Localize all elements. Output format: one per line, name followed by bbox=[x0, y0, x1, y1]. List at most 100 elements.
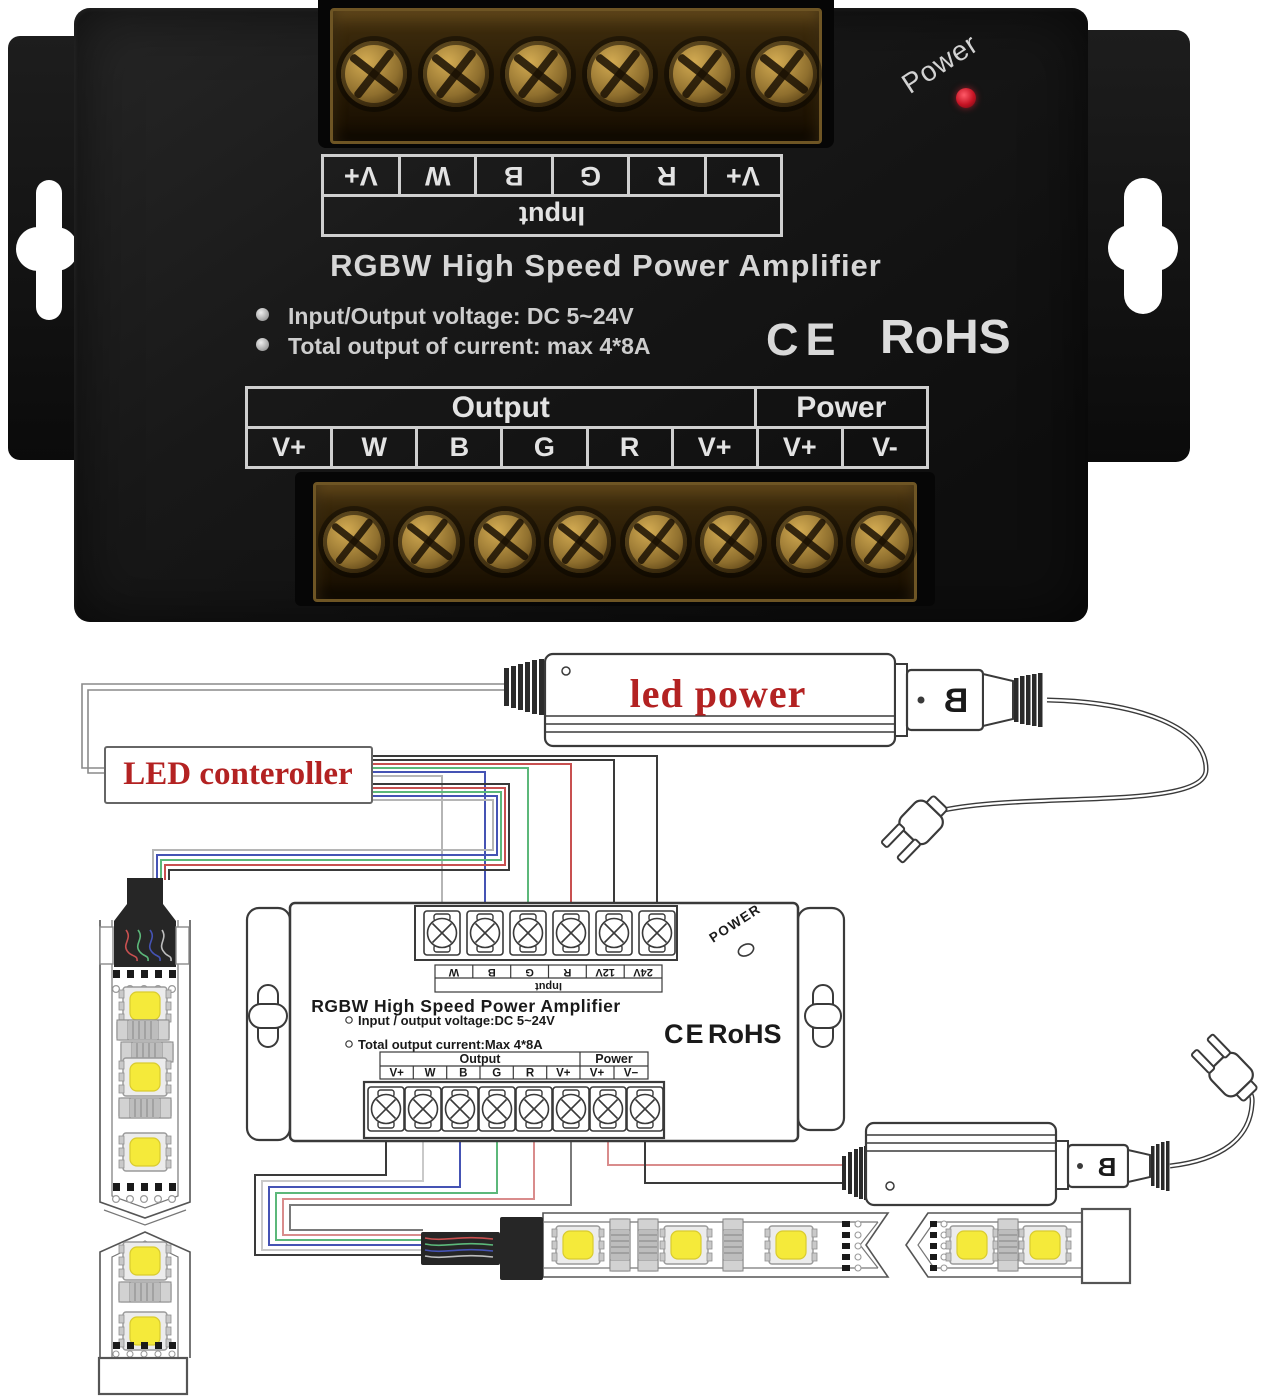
power-to-controller-wires bbox=[81, 683, 504, 774]
svg-text:V+: V+ bbox=[390, 1068, 405, 1080]
power-cable bbox=[1169, 1087, 1255, 1169]
bullet-icon bbox=[345, 1016, 353, 1024]
input-terminal-label: W bbox=[401, 157, 477, 194]
spec-voltage: Input/Output voltage: DC 5~24V bbox=[288, 303, 634, 329]
connector-letter: B bbox=[944, 682, 969, 720]
output-header: Output bbox=[248, 389, 757, 426]
output-terminal-label: V+ bbox=[674, 429, 759, 466]
keyhole-slot-icon bbox=[1108, 225, 1178, 271]
svg-text:B: B bbox=[459, 1068, 467, 1080]
bullet-icon bbox=[256, 308, 269, 321]
input-terminal-label: G bbox=[554, 157, 630, 194]
svg-text:W: W bbox=[448, 966, 459, 978]
output-label-table: Output Power V+ W B G R V+ V+ V- bbox=[245, 386, 929, 469]
terminal-screw bbox=[398, 511, 460, 573]
svg-text:V−: V− bbox=[624, 1068, 639, 1080]
terminal-screw bbox=[587, 41, 653, 107]
controller-label: LED conteroller bbox=[123, 756, 352, 792]
connector-letter: B bbox=[1098, 1152, 1117, 1182]
terminal-screw bbox=[474, 511, 536, 573]
mounting-ear-right bbox=[1088, 30, 1190, 462]
resistor bbox=[118, 1281, 172, 1303]
terminal-screw bbox=[700, 511, 762, 573]
svg-text:24V: 24V bbox=[633, 966, 653, 978]
ce-mark: CE bbox=[766, 314, 843, 365]
svg-text:V+: V+ bbox=[556, 1068, 571, 1080]
svg-text:12V: 12V bbox=[595, 966, 615, 978]
rohs-mark: RoHS bbox=[708, 1019, 782, 1049]
terminal-screw bbox=[323, 511, 385, 573]
strain-relief bbox=[842, 1146, 868, 1200]
output-terminal-label: G bbox=[503, 429, 589, 466]
strip-end-cap bbox=[97, 1356, 189, 1396]
resistor bbox=[722, 1218, 744, 1272]
svg-text:G: G bbox=[525, 966, 534, 978]
terminal-screw bbox=[341, 41, 407, 107]
left-led-strip bbox=[97, 878, 191, 1396]
vent-hole-icon bbox=[561, 666, 571, 676]
rohs-mark: RoHS bbox=[880, 311, 1011, 364]
terminal-screw bbox=[423, 41, 489, 107]
led-chip bbox=[945, 1225, 999, 1265]
led-chip bbox=[118, 1241, 172, 1281]
mounting-ear-right bbox=[796, 906, 846, 1132]
power-terminal-label: V- bbox=[872, 432, 898, 462]
terminal-screw bbox=[625, 511, 687, 573]
power-led-indicator bbox=[956, 88, 976, 108]
device-title: RGBW High Speed Power Amplifier bbox=[311, 996, 620, 1016]
solder-pads bbox=[930, 1220, 948, 1272]
led-chip bbox=[551, 1225, 605, 1265]
solder-pads bbox=[111, 1183, 177, 1203]
terminal-cover bbox=[330, 8, 822, 144]
output-header: Output bbox=[460, 1052, 502, 1066]
terminal-screw bbox=[751, 41, 817, 107]
resistor bbox=[609, 1218, 631, 1272]
led-chip bbox=[764, 1225, 818, 1265]
input-header: Input bbox=[519, 201, 585, 231]
bullet-icon bbox=[345, 1040, 353, 1048]
ac-plug-icon bbox=[877, 788, 955, 867]
diagram-amplifier: POWER W B G R 12V 24V Input RGBW Hi bbox=[245, 901, 846, 1143]
power-header: Power bbox=[796, 390, 887, 424]
power-terminal-label: V+ bbox=[759, 429, 844, 466]
svg-text:R: R bbox=[526, 1068, 535, 1080]
keyhole-slot-icon bbox=[16, 227, 78, 271]
led-power-unit-2: B bbox=[842, 1030, 1262, 1207]
svg-text:W: W bbox=[425, 1068, 436, 1080]
spec-voltage: Input / output voltage:DC 5~24V bbox=[358, 1013, 555, 1028]
terminal-screw bbox=[851, 511, 913, 573]
led-power-label: led power bbox=[630, 671, 807, 716]
dc-connector: B bbox=[1055, 1140, 1170, 1191]
output-terminal-label: W bbox=[333, 429, 419, 466]
input-terminal-label: V+ bbox=[324, 157, 401, 194]
led-controller: LED conteroller bbox=[104, 746, 373, 804]
mounting-ear-left bbox=[245, 906, 292, 1142]
output-terminal-label: V+ bbox=[248, 429, 334, 466]
strip-connector bbox=[421, 1217, 543, 1280]
spec-current: Total output current:Max 4*8A bbox=[358, 1037, 543, 1052]
resistor bbox=[637, 1218, 659, 1272]
led-chip bbox=[659, 1225, 713, 1265]
terminal-screw bbox=[505, 41, 571, 107]
dc-connector: B bbox=[894, 663, 1043, 737]
output-terminal-labels: V+ W B G R V+ V+ V− bbox=[390, 1068, 639, 1080]
ce-mark: CE bbox=[664, 1019, 706, 1049]
svg-text:B: B bbox=[488, 966, 496, 978]
led-chip bbox=[1018, 1225, 1072, 1265]
svg-text:R: R bbox=[563, 966, 571, 978]
bottom-led-strip bbox=[421, 1207, 1132, 1285]
power-led-indicator bbox=[737, 943, 755, 957]
led-chip bbox=[118, 986, 172, 1026]
led-chip bbox=[118, 1057, 172, 1097]
input-terminal-label: V+ bbox=[726, 161, 761, 191]
input-terminal-labels: W B G R 12V 24V Input bbox=[448, 966, 653, 992]
solder-pads bbox=[842, 1220, 862, 1272]
strip-connector bbox=[99, 878, 190, 967]
terminal-screw bbox=[669, 41, 735, 107]
input-terminal-block bbox=[318, 0, 834, 148]
strip-end-cap bbox=[1080, 1207, 1132, 1285]
input-label-table bbox=[434, 964, 663, 993]
vent-hole-icon bbox=[885, 1181, 895, 1191]
resistor bbox=[118, 1097, 172, 1119]
